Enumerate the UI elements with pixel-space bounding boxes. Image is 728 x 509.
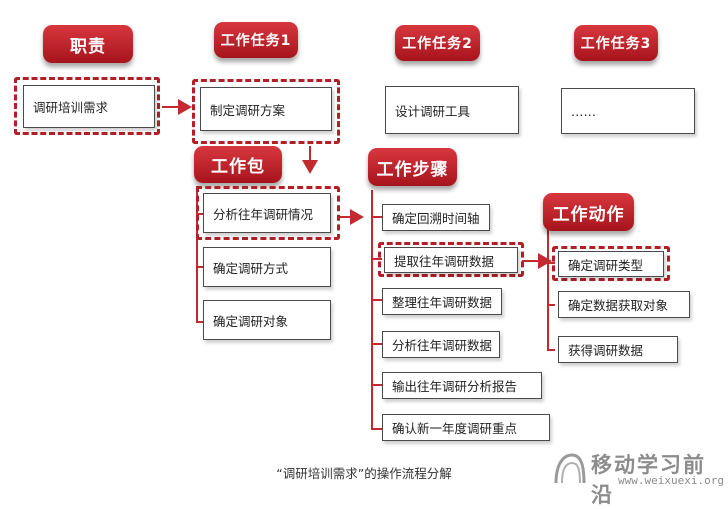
highlight-task-1 [192,79,340,144]
highlight-duty [14,77,160,135]
highlight-action-item [552,246,670,281]
step-item: 分析往年调研数据 [382,331,500,358]
header-task-3: 工作任务3 [574,25,658,61]
action-item: 获得调研数据 [558,336,678,363]
header-duty: 职责 [43,25,133,63]
highlight-step-item [378,242,524,277]
step-item: 输出往年调研分析报告 [382,372,542,399]
step-item: 提取往年调研数据 [384,247,518,273]
package-item: 确定调研方式 [203,247,331,287]
package-item: 确定调研对象 [203,300,331,340]
watermark-emblem-icon [554,453,586,484]
highlight-package-item [196,186,340,240]
header-work-actions: 工作动作 [543,193,634,231]
task-box-1: 制定调研方案 [200,87,332,131]
header-task-2: 工作任务2 [395,25,480,61]
diagram-canvas: 职责 工作任务1 工作任务2 工作任务3 工作包 工作步骤 工作动作 调研培训需… [14,22,728,507]
steps-bracket [371,190,382,430]
task-box-3: …… [561,88,695,134]
figure-caption: “调研培训需求”的操作流程分解 [276,466,452,481]
action-item: 确定调研类型 [558,251,664,277]
task-box-2: 设计调研工具 [385,86,519,134]
package-item: 分析往年调研情况 [203,193,331,233]
step-item: 确定回溯时间轴 [382,204,490,231]
action-item: 确定数据获取对象 [558,291,690,318]
duty-box: 调研培训需求 [23,85,155,128]
header-work-steps: 工作步骤 [368,148,457,186]
actions-bracket [547,228,555,351]
step-item: 整理往年调研数据 [382,288,502,315]
header-task-1: 工作任务1 [214,22,298,58]
step-item: 确认新一年度调研重点 [382,414,550,441]
watermark-logo: 移动学习前沿 www.weixuexi.org [548,447,728,507]
header-work-package: 工作包 [194,146,282,183]
watermark-url: www.weixuexi.org [618,474,724,487]
